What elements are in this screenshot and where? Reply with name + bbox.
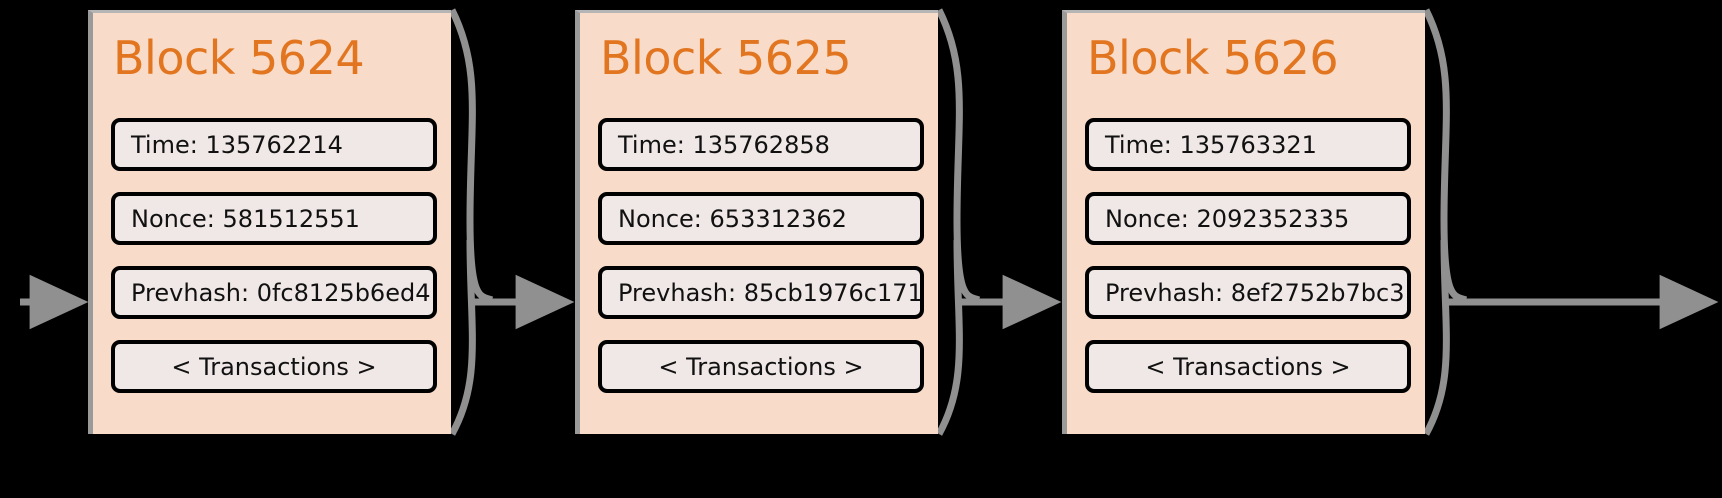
block-prevhash-field: Prevhash: 0fc8125b6ed4 <box>111 266 437 319</box>
block-transactions-button[interactable]: < Transactions > <box>1085 340 1411 393</box>
block-card-5625[interactable]: Block 5625 Time: 135762858 Nonce: 653312… <box>575 10 938 434</box>
arrow-block-5624-to-5625 <box>448 8 575 436</box>
block-title: Block 5625 <box>600 31 852 85</box>
block-time-field: Time: 135763321 <box>1085 118 1411 171</box>
block-title: Block 5624 <box>113 31 365 85</box>
arrow-block-5625-to-5626 <box>935 8 1062 436</box>
block-nonce-field: Nonce: 653312362 <box>598 192 924 245</box>
block-prevhash-field: Prevhash: 8ef2752b7bc3 <box>1085 266 1411 319</box>
block-transactions-button[interactable]: < Transactions > <box>598 340 924 393</box>
block-card-5624[interactable]: Block 5624 Time: 135762214 Nonce: 581512… <box>88 10 451 434</box>
block-nonce-field: Nonce: 2092352335 <box>1085 192 1411 245</box>
block-prevhash-field: Prevhash: 85cb1976c171 <box>598 266 924 319</box>
arrow-out-of-block-5626 <box>1422 8 1719 436</box>
block-card-5626[interactable]: Block 5626 Time: 135763321 Nonce: 209235… <box>1062 10 1425 434</box>
block-transactions-button[interactable]: < Transactions > <box>111 340 437 393</box>
block-fields: Time: 135762214 Nonce: 581512551 Prevhas… <box>111 118 437 414</box>
block-title: Block 5626 <box>1087 31 1339 85</box>
block-time-field: Time: 135762858 <box>598 118 924 171</box>
block-nonce-field: Nonce: 581512551 <box>111 192 437 245</box>
block-time-field: Time: 135762214 <box>111 118 437 171</box>
block-fields: Time: 135762858 Nonce: 653312362 Prevhas… <box>598 118 924 414</box>
block-fields: Time: 135763321 Nonce: 2092352335 Prevha… <box>1085 118 1411 414</box>
